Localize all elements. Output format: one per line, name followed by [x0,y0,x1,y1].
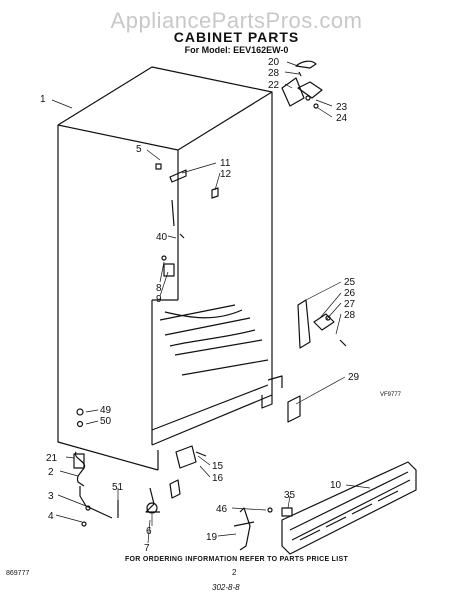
callout-29: 29 [348,372,360,383]
bottom-center-parts [145,445,207,514]
callout-12: 12 [220,169,232,180]
cabinet-shell [57,66,283,471]
callout-15: 15 [212,461,224,472]
bottom-hinge-bracket [287,395,301,423]
callout-40: 40 [156,232,168,243]
callout-5: 5 [136,144,142,155]
callout-labels: 1 5 11 12 40 8 9 20 28 22 23 24 25 26 27… [40,57,360,554]
callout-16: 16 [212,473,224,484]
callout-2: 2 [48,467,54,478]
page-title: CABINET PARTS [173,29,300,45]
callout-28: 28 [268,68,280,79]
callout-24: 24 [336,113,348,124]
ordering-note: FOR ORDERING INFORMATION REFER TO PARTS … [124,556,349,563]
control-parts [155,163,219,277]
model-subtitle: For Model: EEV162EW-0 [184,45,289,55]
callout-4: 4 [48,511,54,522]
callout-26: 26 [344,288,356,299]
leveling-leg-group [73,408,119,527]
callout-51: 51 [112,482,124,493]
callout-6: 6 [146,526,152,537]
callout-1: 1 [40,94,46,105]
reference-code-left: 869777 [6,570,30,577]
callout-46: 46 [216,504,228,515]
top-hinge-group [281,60,323,109]
lower-mid-parts [233,507,293,551]
reference-code-right: VF9777 [380,392,402,398]
callout-49: 49 [100,405,112,416]
callout-10: 10 [330,480,342,491]
middle-hinge-group [297,299,347,349]
watermark: AppliancePartsPros.com [110,8,363,33]
callout-27: 27 [344,299,356,310]
callout-21: 21 [46,453,58,464]
callout-20: 20 [268,57,280,68]
callout-25: 25 [344,277,356,288]
callout-19: 19 [206,532,218,543]
leader-lines [51,61,371,544]
callout-28b: 28 [344,310,356,321]
callout-23: 23 [336,102,348,113]
callout-9: 9 [156,294,162,305]
callout-7: 7 [144,543,150,554]
callout-3: 3 [48,491,54,502]
page-number: 2 [232,568,237,577]
callout-35: 35 [284,490,296,501]
callout-22: 22 [268,80,280,91]
callout-50: 50 [100,416,112,427]
toe-grille [281,461,417,555]
callout-8: 8 [156,283,162,294]
callout-11: 11 [220,158,231,169]
date-code: 302-8-8 [212,583,240,592]
